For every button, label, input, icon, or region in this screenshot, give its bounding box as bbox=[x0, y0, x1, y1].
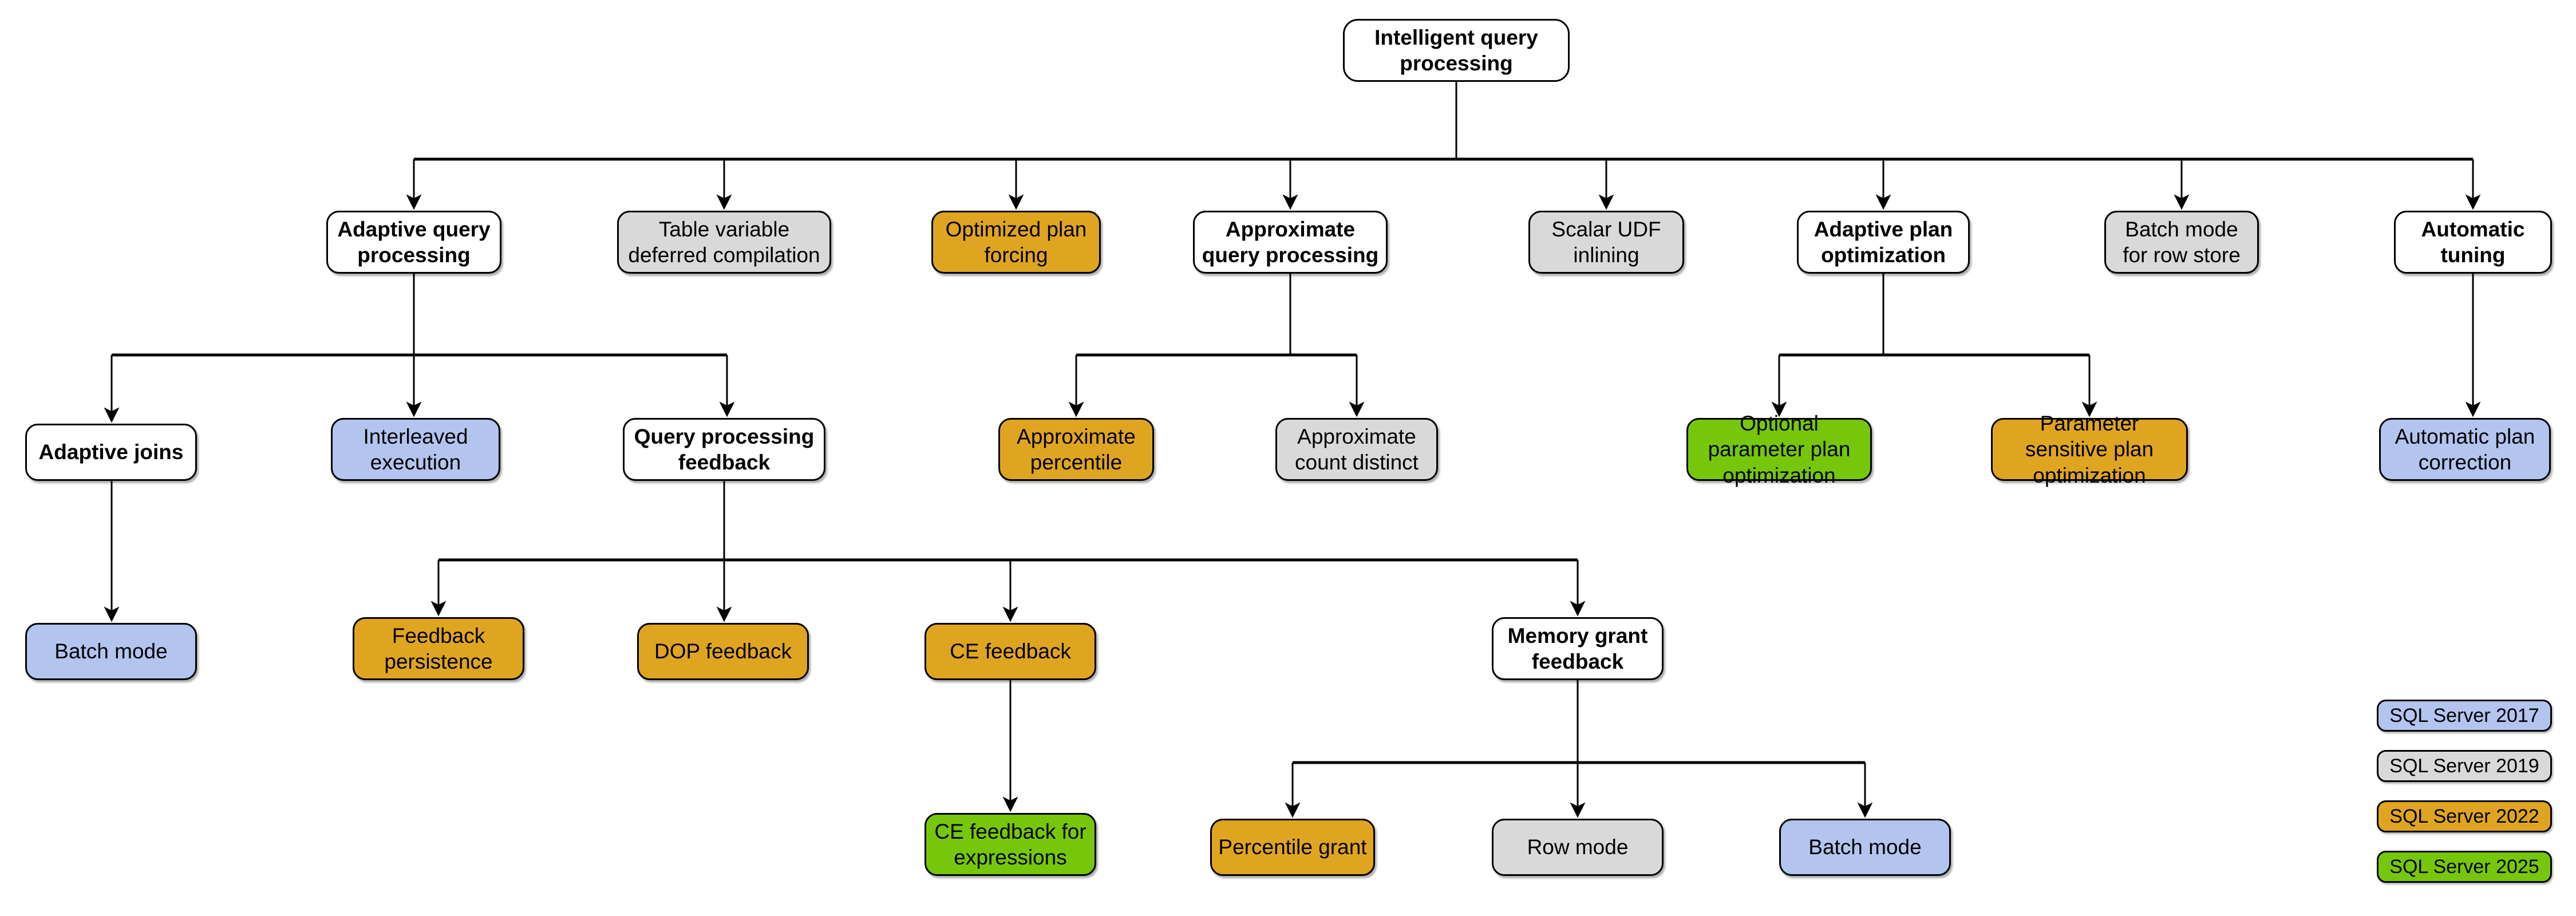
node-label: Optional parameter plan optimization bbox=[1708, 412, 1851, 487]
node-label: Approximate count distinct bbox=[1295, 424, 1419, 474]
node-automatic-tuning[interactable]: Automatic tuning bbox=[2394, 211, 2552, 274]
node-batch-mode-memory-grant[interactable]: Batch mode bbox=[1779, 819, 1951, 876]
node-table-variable-deferred-compilation[interactable]: Table variable deferred compilation bbox=[617, 211, 831, 274]
node-root[interactable]: Intelligent query processing bbox=[1343, 19, 1570, 82]
node-label: Memory grant feedback bbox=[1507, 623, 1648, 673]
node-label: Query processing feedback bbox=[634, 424, 815, 474]
node-label: CE feedback for expressions bbox=[934, 819, 1086, 869]
legend-label: SQL Server 2022 bbox=[2389, 805, 2539, 827]
node-label: Automatic tuning bbox=[2421, 217, 2525, 267]
node-label: Adaptive plan optimization bbox=[1814, 217, 1953, 267]
node-approximate-percentile[interactable]: Approximate percentile bbox=[998, 418, 1154, 481]
node-percentile-grant[interactable]: Percentile grant bbox=[1210, 819, 1375, 876]
node-adaptive-query-processing[interactable]: Adaptive query processing bbox=[326, 211, 501, 274]
legend-label: SQL Server 2025 bbox=[2389, 855, 2539, 878]
node-label: Adaptive query processing bbox=[337, 217, 491, 267]
legend-label: SQL Server 2019 bbox=[2389, 755, 2539, 777]
legend-item-sql-server-2019: SQL Server 2019 bbox=[2377, 750, 2552, 782]
node-label: Automatic plan correction bbox=[2395, 424, 2535, 474]
node-label: Scalar UDF inlining bbox=[1551, 217, 1661, 267]
node-automatic-plan-correction[interactable]: Automatic plan correction bbox=[2379, 418, 2551, 481]
node-optimized-plan-forcing[interactable]: Optimized plan forcing bbox=[931, 211, 1101, 274]
node-label: Table variable deferred compilation bbox=[628, 217, 820, 267]
node-label: Row mode bbox=[1527, 835, 1629, 859]
node-label: Approximate query processing bbox=[1202, 217, 1379, 267]
node-feedback-persistence[interactable]: Feedback persistence bbox=[353, 617, 524, 680]
node-ce-feedback-for-expressions[interactable]: CE feedback for expressions bbox=[924, 813, 1096, 876]
node-batch-mode-for-row-store[interactable]: Batch mode for row store bbox=[2104, 211, 2259, 274]
node-interleaved-execution[interactable]: Interleaved execution bbox=[331, 418, 500, 481]
legend-item-sql-server-2017: SQL Server 2017 bbox=[2377, 700, 2552, 732]
node-label: Parameter sensitive plan optimization bbox=[2025, 412, 2154, 487]
node-label: CE feedback bbox=[950, 639, 1071, 664]
node-label: Adaptive joins bbox=[38, 440, 184, 464]
legend-item-sql-server-2025: SQL Server 2025 bbox=[2377, 851, 2552, 883]
node-scalar-udf-inlining[interactable]: Scalar UDF inlining bbox=[1528, 211, 1684, 274]
legend-label: SQL Server 2017 bbox=[2389, 704, 2539, 727]
node-dop-feedback[interactable]: DOP feedback bbox=[637, 623, 809, 680]
node-ce-feedback[interactable]: CE feedback bbox=[924, 623, 1096, 680]
node-query-processing-feedback[interactable]: Query processing feedback bbox=[623, 418, 825, 481]
node-label: Batch mode for row store bbox=[2123, 217, 2241, 267]
node-label: Feedback persistence bbox=[384, 623, 493, 673]
node-label: Batch mode bbox=[1808, 835, 1922, 859]
node-batch-mode-adaptive-joins[interactable]: Batch mode bbox=[25, 623, 197, 680]
node-label: Interleaved execution bbox=[363, 424, 468, 474]
node-label: Optimized plan forcing bbox=[945, 217, 1087, 267]
node-approximate-count-distinct[interactable]: Approximate count distinct bbox=[1275, 418, 1438, 481]
legend-item-sql-server-2022: SQL Server 2022 bbox=[2377, 800, 2552, 832]
node-approximate-query-processing[interactable]: Approximate query processing bbox=[1193, 211, 1388, 274]
node-adaptive-joins[interactable]: Adaptive joins bbox=[25, 424, 197, 481]
node-label: Batch mode bbox=[54, 639, 168, 664]
node-memory-grant-feedback[interactable]: Memory grant feedback bbox=[1492, 617, 1664, 680]
node-label: Percentile grant bbox=[1218, 835, 1367, 859]
node-row-mode[interactable]: Row mode bbox=[1492, 819, 1664, 876]
node-label: Intelligent query processing bbox=[1374, 25, 1538, 75]
node-optional-parameter-plan-optimization[interactable]: Optional parameter plan optimization bbox=[1686, 412, 1872, 487]
node-label: DOP feedback bbox=[654, 639, 792, 664]
node-label: Approximate percentile bbox=[1017, 424, 1136, 474]
node-adaptive-plan-optimization[interactable]: Adaptive plan optimization bbox=[1797, 211, 1970, 274]
node-parameter-sensitive-plan-optimization[interactable]: Parameter sensitive plan optimization bbox=[1991, 412, 2188, 487]
